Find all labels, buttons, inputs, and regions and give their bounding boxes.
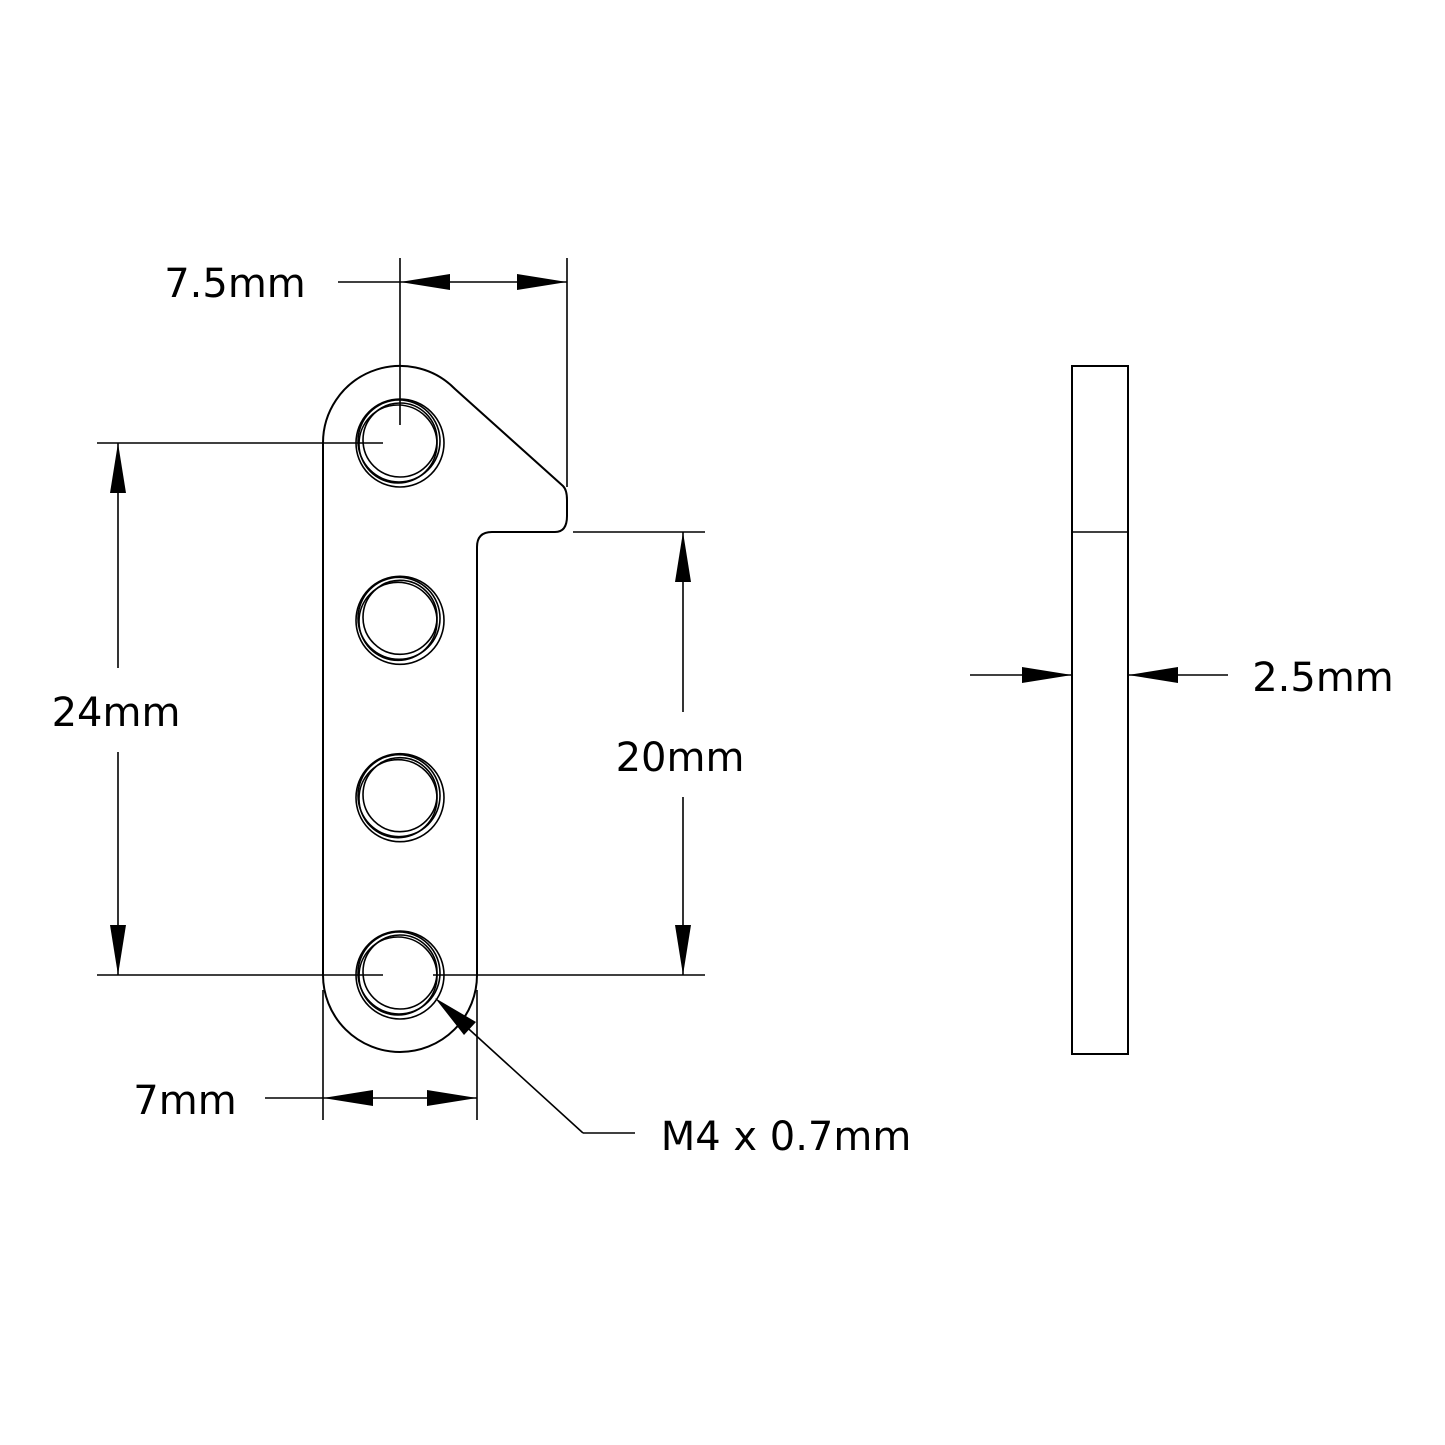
dimension-label-hole-offset: 7.5mm [164, 261, 306, 307]
thread-callout: M4 x 0.7mm [435, 998, 911, 1160]
dimension-hole-span: 24mm [52, 442, 383, 976]
hole-thread-circle [358, 758, 438, 839]
dimension-thickness: 2.5mm [970, 655, 1394, 701]
hole-thread-circle [357, 753, 441, 838]
dimension-label-step-height: 20mm [616, 735, 745, 781]
dimension-label-hole-span: 24mm [52, 690, 181, 736]
hole-thread-circle [357, 576, 441, 661]
dimension-hole-offset: 7.5mm [164, 258, 568, 487]
hole-outer-circle [355, 575, 445, 666]
dimension-step-height: 20mm [433, 531, 745, 976]
dimension-label-thickness: 2.5mm [1252, 655, 1394, 701]
part-outline-side-view [1071, 365, 1129, 1055]
dimension-width: 7mm [133, 990, 478, 1124]
hole-thread-circle [357, 399, 441, 483]
thread-label: M4 x 0.7mm [661, 1114, 912, 1160]
hole-thread-circle [358, 404, 438, 484]
side-view [1071, 365, 1129, 1055]
hole-thread-circle [358, 581, 438, 662]
mounting-holes [355, 398, 445, 1020]
threaded-hole [355, 752, 445, 843]
threaded-hole [355, 575, 445, 666]
hole-thread-circle [357, 931, 441, 1015]
hole-outer-circle [355, 752, 445, 843]
hole-thread-circle [358, 936, 438, 1016]
dimension-label-width: 7mm [133, 1078, 236, 1124]
part-outline-front-view [321, 364, 568, 1053]
